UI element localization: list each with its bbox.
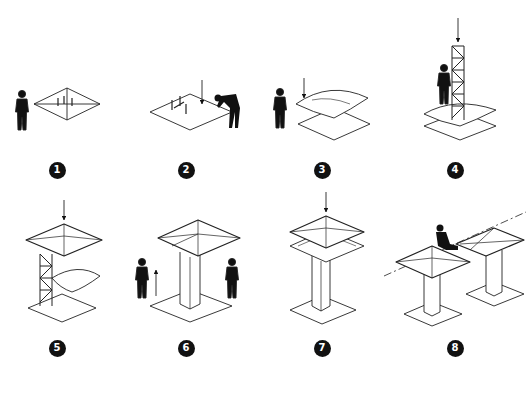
roof-ribs: [26, 224, 102, 256]
worker-silhouette: [226, 258, 239, 298]
membrane-fold: [312, 99, 350, 104]
stakes: [58, 96, 72, 106]
step-1-figure: [16, 88, 101, 130]
step-number: 8: [447, 340, 464, 357]
direction-arrow: [202, 80, 203, 104]
roof-frame: [158, 220, 240, 256]
membrane: [424, 104, 496, 126]
lattice-tower: [40, 254, 52, 306]
roof-frame: [290, 216, 364, 248]
roof-frame: [26, 224, 102, 256]
roof-frame: [396, 246, 470, 278]
worker-silhouette: [136, 258, 149, 298]
step-number-text: 8: [452, 343, 459, 353]
step-number: 4: [447, 162, 464, 179]
step-number-text: 6: [183, 343, 190, 353]
step-6-figure: [136, 220, 241, 322]
step-number: 5: [49, 340, 66, 357]
membrane: [52, 269, 100, 292]
lift-arrow: [156, 270, 157, 296]
anchors: [172, 96, 186, 114]
direction-arrow: [304, 78, 305, 98]
column: [180, 252, 200, 309]
bending-worker: [215, 94, 241, 128]
worker-climbing: [438, 64, 451, 104]
step-5-figure: [26, 200, 102, 322]
roof-frame: [456, 228, 524, 256]
step-number: 6: [178, 340, 195, 357]
base-plate: [28, 294, 96, 322]
worker-silhouette: [274, 88, 287, 128]
roof-ribs: [290, 216, 364, 248]
fold-lines: [34, 88, 100, 120]
step-number-text: 2: [183, 165, 190, 175]
column: [486, 250, 502, 296]
column-edge: [321, 261, 322, 311]
step-4-figure: [424, 18, 496, 140]
roof-ribs: [158, 220, 240, 256]
step-3-figure: [274, 78, 371, 140]
direction-arrow: [458, 18, 459, 42]
roof-ribs: [396, 246, 470, 278]
column: [312, 256, 330, 311]
roof-ribs: [460, 228, 524, 250]
step-number: 2: [178, 162, 195, 179]
lattice-tower: [452, 46, 464, 120]
base-plate: [34, 88, 100, 120]
step-number-text: 4: [452, 165, 459, 175]
seated-worker: [436, 225, 458, 251]
membrane: [296, 90, 368, 118]
step-8-figure: [384, 212, 526, 326]
step-2-figure: [150, 80, 240, 130]
step-number-text: 1: [54, 165, 61, 175]
worker-silhouette: [16, 90, 29, 130]
step-number: 3: [314, 162, 331, 179]
direction-arrow: [64, 200, 65, 220]
step-number-text: 7: [319, 343, 326, 353]
step-number-text: 3: [319, 165, 326, 175]
step-number-text: 5: [54, 343, 61, 353]
column-edge: [190, 257, 191, 309]
direction-arrow: [326, 192, 327, 212]
step-7-figure: [290, 192, 364, 324]
step-number: 7: [314, 340, 331, 357]
step-number: 1: [49, 162, 66, 179]
